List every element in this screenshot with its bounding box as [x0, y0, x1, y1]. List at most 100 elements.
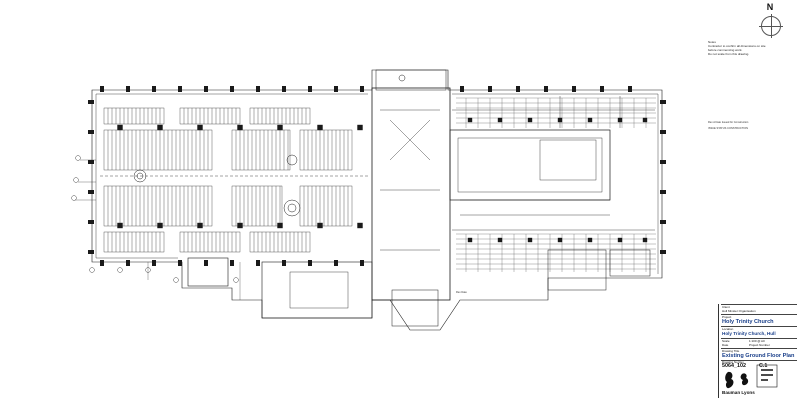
drawing-number-label: Drawing No Rev: [722, 360, 744, 364]
column: [527, 237, 533, 243]
pew-block: [103, 107, 165, 125]
column: [587, 117, 593, 123]
column: [157, 222, 163, 229]
north-label: N: [766, 2, 774, 12]
buttress: [544, 86, 548, 92]
column: [642, 117, 648, 123]
column: [467, 237, 473, 243]
title-block: Client Hull Minster Organisation Project…: [718, 304, 799, 398]
buttress: [334, 260, 338, 266]
buttress: [178, 86, 182, 92]
column: [197, 222, 203, 229]
column: [557, 117, 563, 123]
buttress: [88, 250, 94, 254]
buttress: [572, 86, 576, 92]
compass-icon: [759, 14, 783, 38]
pew-block: [249, 107, 311, 125]
column: [237, 124, 243, 131]
revision-label: Rev A Date Issued for Construction: [708, 121, 749, 124]
buttress: [488, 86, 492, 92]
buttress: [100, 260, 104, 266]
column: [467, 117, 473, 123]
south-chapel: [261, 261, 373, 319]
column: [117, 124, 123, 131]
column: [587, 237, 593, 243]
pew-block: [103, 231, 165, 253]
tower-porch: [391, 289, 439, 327]
south-porch: [187, 257, 229, 287]
buttress: [204, 260, 208, 266]
buttress: [204, 86, 208, 92]
buttress: [660, 250, 666, 254]
buttress: [460, 86, 464, 92]
client-label: Client: [722, 305, 730, 309]
pew-block: [299, 185, 353, 227]
revision-key-label: Rev Date: [456, 291, 467, 294]
buttress: [334, 86, 338, 92]
buttress: [230, 86, 234, 92]
pew-block: [103, 129, 213, 171]
buttress: [660, 220, 666, 224]
column: [197, 124, 203, 131]
column: [527, 117, 533, 123]
column: [317, 124, 323, 131]
buttress: [660, 160, 666, 164]
buttress: [282, 260, 286, 266]
column: [277, 222, 283, 229]
column: [237, 222, 243, 229]
pulpit-circle: [283, 199, 301, 217]
buttress: [88, 160, 94, 164]
notes-panel: Notes Contractor to confirm all dimensio…: [708, 40, 796, 56]
column: [497, 237, 503, 243]
buttress: [88, 130, 94, 134]
project-label: Project: [722, 315, 732, 319]
notes-line: Contractor to confirm all dimensions on …: [708, 44, 766, 48]
buttress: [126, 86, 130, 92]
drawing-title: Existing Ground Floor Plan: [722, 353, 795, 359]
buttress: [152, 260, 156, 266]
church-outline: [91, 69, 663, 331]
buttress: [230, 260, 234, 266]
column: [317, 222, 323, 229]
column: [277, 124, 283, 131]
buttress: [88, 190, 94, 194]
crossing-wall: [371, 87, 451, 301]
pew-block: [231, 185, 283, 227]
buttress: [660, 100, 666, 104]
column: [157, 124, 163, 131]
font-circle: [133, 169, 147, 183]
buttress: [600, 86, 604, 92]
location-label: Location: [722, 327, 734, 331]
client-value: Hull Minster Organisation: [722, 309, 756, 313]
buttress: [88, 100, 94, 104]
pew-block: [179, 231, 241, 253]
date-value: Project Number: [749, 343, 770, 347]
buttress: [256, 260, 260, 266]
buttress: [308, 260, 312, 266]
buttress: [516, 86, 520, 92]
column: [642, 237, 648, 243]
column: [357, 124, 363, 131]
location-name: Holy Trinity Church, Hull: [722, 331, 776, 336]
buttress: [360, 260, 364, 266]
column: [617, 237, 623, 243]
choir-stalls: [449, 129, 611, 201]
buttress: [308, 86, 312, 92]
pew-block: [103, 185, 213, 227]
buttress: [152, 86, 156, 92]
scale-label: Scale: [722, 339, 730, 343]
buttress: [178, 260, 182, 266]
project-name: Holy Trinity Church: [722, 319, 774, 325]
notes-heading: Notes: [708, 40, 716, 44]
revision-number: C.1: [759, 363, 768, 369]
pew-block: [299, 129, 353, 171]
church-outline-inner: [95, 93, 659, 274]
buttress: [256, 86, 260, 92]
buttress: [88, 220, 94, 224]
column: [357, 222, 363, 229]
buttress: [100, 86, 104, 92]
buttress: [660, 130, 666, 134]
brand-name: Bauman Lyons: [722, 390, 755, 395]
drawing-number: 5064_102: [722, 363, 746, 369]
buttress: [360, 86, 364, 92]
